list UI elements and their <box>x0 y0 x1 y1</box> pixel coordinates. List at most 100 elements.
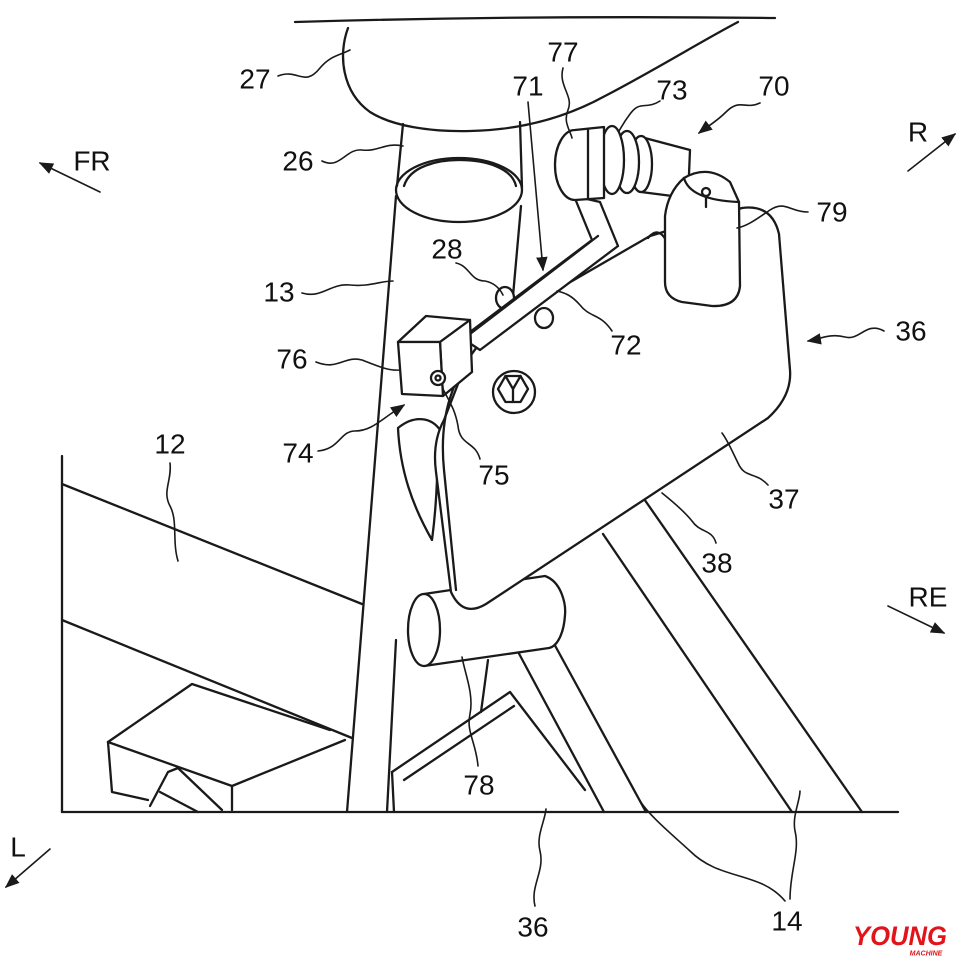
leader-38 <box>661 492 717 544</box>
label-36-lower: 36 <box>517 912 548 943</box>
part-13-frame <box>345 194 523 814</box>
label-77: 77 <box>547 37 578 68</box>
plate-37-fold-line <box>441 328 494 592</box>
bottom-cut-line <box>60 810 900 814</box>
pin-28-lower <box>533 306 555 330</box>
leader-70 <box>697 102 761 134</box>
leader-36-upper <box>806 327 885 345</box>
label-78: 78 <box>463 770 494 801</box>
leader-73 <box>618 100 661 132</box>
label-70: 70 <box>758 71 789 102</box>
beam-12-top-edge <box>60 482 364 606</box>
label-26: 26 <box>282 146 313 177</box>
rod-14-left-edge-b <box>550 638 648 814</box>
rod-38-edge-a <box>601 532 794 814</box>
key-cylinder-face-line <box>682 176 741 204</box>
frame-13-right-edge-upper <box>511 204 523 298</box>
part-76-block <box>396 314 474 398</box>
frame-13-inner-edge <box>385 638 398 814</box>
lower-left-bracket <box>106 682 347 814</box>
label-79: 79 <box>816 197 847 228</box>
part-27-top-edge <box>293 16 777 24</box>
direction-label-front: FR <box>73 146 110 177</box>
rod-38-edge-b <box>640 494 864 814</box>
part-27-outline <box>341 20 740 133</box>
stand-base-vertical-edge <box>390 770 396 814</box>
leader-14-a <box>639 800 786 902</box>
part-72-arm <box>460 194 620 352</box>
label-36-upper: 36 <box>895 316 926 347</box>
label-72: 72 <box>610 330 641 361</box>
side-stand-36-base <box>390 690 587 814</box>
leader-13 <box>301 280 394 296</box>
label-27: 27 <box>239 64 270 95</box>
watermark-sub: MACHINE <box>910 951 943 958</box>
part-26-tube <box>394 120 524 224</box>
label-74: 74 <box>282 438 313 469</box>
label-12: 12 <box>154 429 185 460</box>
tube-26-left-side <box>395 122 405 188</box>
label-14: 14 <box>771 906 802 937</box>
part-74-lobe <box>396 418 442 542</box>
plate-bolt <box>491 369 537 415</box>
arrow-left-icon <box>4 848 51 888</box>
leader-77 <box>561 67 573 139</box>
frame-13-right-edge-lower <box>479 658 490 714</box>
label-75: 75 <box>478 460 509 491</box>
label-28: 28 <box>431 234 462 265</box>
leader-28 <box>455 262 504 296</box>
direction-labels: FR R RE L <box>10 117 947 863</box>
rod-14-left-edge-a <box>514 646 606 814</box>
leader-76 <box>315 358 401 371</box>
leader-14-b <box>789 790 801 900</box>
leader-71 <box>527 101 548 272</box>
arrow-rear-icon <box>887 605 946 634</box>
label-76: 76 <box>276 344 307 375</box>
bracket-wedge-inner <box>158 790 200 814</box>
leader-lines <box>166 49 885 907</box>
arm-71-edge-line <box>468 234 600 336</box>
label-37: 37 <box>768 484 799 515</box>
direction-label-right: R <box>908 117 928 148</box>
watermark-brand: YOUNG <box>853 921 947 951</box>
bracket-wedge <box>148 766 224 812</box>
watermark-logo: YOUNG MACHINE <box>853 921 947 958</box>
leader-37 <box>721 432 769 486</box>
tube-26-right-side <box>518 120 524 190</box>
part-70-lock-assembly <box>553 124 742 308</box>
direction-label-left: L <box>10 832 26 863</box>
leader-36-lower <box>533 808 547 907</box>
label-71: 71 <box>512 71 543 102</box>
leader-75 <box>442 388 481 460</box>
tube-26-rim <box>394 156 524 224</box>
direction-arrows <box>4 133 957 888</box>
reference-labels: 27 77 71 73 70 26 79 28 13 72 36 76 74 7… <box>154 37 926 943</box>
part-12-beam <box>60 454 364 814</box>
leader-72 <box>556 290 613 332</box>
pin-75 <box>429 369 447 387</box>
direction-label-rear: RE <box>909 582 948 613</box>
rods-14-38 <box>514 494 864 814</box>
bracket-front-edges <box>106 738 347 788</box>
bracket-back-edges <box>106 682 332 744</box>
part-79-key-cylinder <box>663 170 742 308</box>
arrow-front-icon <box>38 162 101 193</box>
label-73: 73 <box>656 75 687 106</box>
label-38: 38 <box>701 548 732 579</box>
stopper-78-end-face <box>406 592 442 668</box>
bracket-left-vertical <box>106 740 150 802</box>
stand-base-top-edge <box>390 690 587 792</box>
arrow-right-icon <box>907 133 957 172</box>
label-13: 13 <box>263 277 294 308</box>
leader-74 <box>317 404 406 452</box>
leader-27 <box>277 49 351 78</box>
beam-12-bottom-edge <box>60 618 354 740</box>
part-77-body <box>553 125 606 202</box>
tube-26-inner-rim <box>402 158 518 188</box>
leader-79 <box>736 205 809 229</box>
leader-78 <box>461 656 479 767</box>
frame-13-left-edge <box>345 194 398 814</box>
stand-base-inner-edge <box>402 704 516 782</box>
block-76-front-face <box>396 340 445 398</box>
